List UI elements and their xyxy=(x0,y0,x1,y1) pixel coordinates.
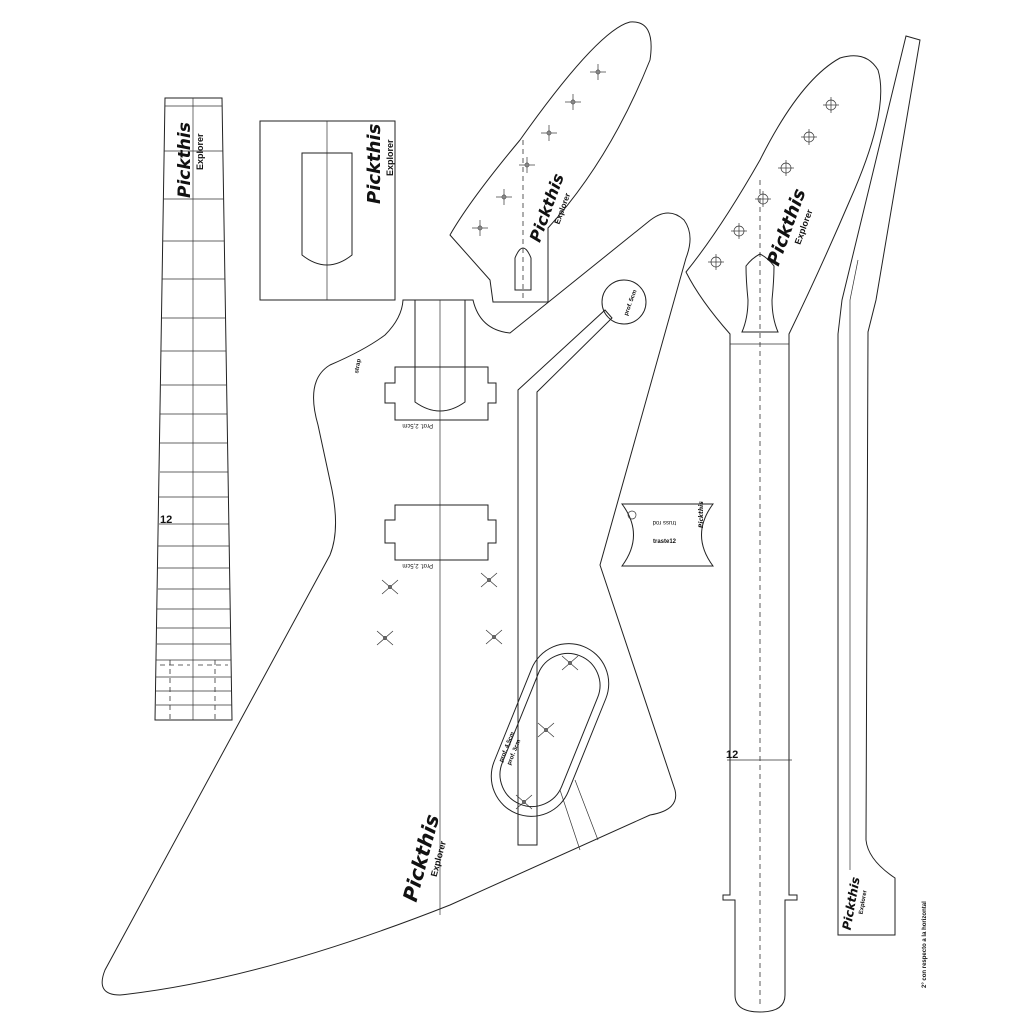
svg-text:Pickthis: Pickthis xyxy=(175,122,195,198)
neck-logo: Pickthis Explorer xyxy=(763,186,814,269)
neck-pocket-logo: Pickthis Explorer xyxy=(364,123,395,204)
tuner-holes-neck xyxy=(708,97,839,270)
control-pot-marks xyxy=(515,655,579,810)
fretboard-fret-12-label: 12 xyxy=(160,514,172,526)
fret-12-gauge: truss rod traste12 Pickthis xyxy=(621,501,714,567)
side-profile-logo: Pickthis Explorer xyxy=(840,876,869,931)
neck-pickup-depth-label: Prof. 2,5cm xyxy=(402,422,433,428)
headstock-template-small: Pickthis Explorer xyxy=(449,21,652,303)
guitar-body-template: Prof. 2,5cm Prof. 2,5cm strap prof. 5cm xyxy=(101,212,691,996)
bridge-pickup-depth-label: Prof. 2,5cm xyxy=(402,562,433,568)
gauge-fret-label: traste12 xyxy=(653,539,677,545)
neck-template: 12 Pickthis Explorer xyxy=(685,55,882,1013)
strap-label: strap xyxy=(354,358,363,374)
svg-text:Pickthis: Pickthis xyxy=(698,501,705,528)
jack-depth-label: prof. 5cm xyxy=(624,289,639,316)
svg-text:Explorer: Explorer xyxy=(859,889,869,915)
headstock-angle-label: 2° con respecto a la horizontal xyxy=(922,901,928,988)
bridge-post-marks xyxy=(376,572,503,646)
fretboard-logo: Pickthis Explorer xyxy=(175,122,205,198)
headstock-small-logo: Pickthis Explorer xyxy=(526,171,573,245)
svg-text:Explorer: Explorer xyxy=(195,133,205,170)
fretboard-template: 12 Pickthis Explorer xyxy=(154,97,233,721)
tuner-holes-small xyxy=(472,64,606,236)
fretboard-extension-dashes xyxy=(160,660,228,720)
neck-side-profile: 2° con respecto a la horizontal Pickthis… xyxy=(837,35,928,988)
control-cavity xyxy=(490,643,610,817)
gauge-truss-label: truss rod xyxy=(653,519,676,525)
gauge-logo: Pickthis xyxy=(698,501,705,528)
svg-text:Pickthis: Pickthis xyxy=(364,123,385,204)
svg-text:Explorer: Explorer xyxy=(385,139,395,176)
neck-pocket-template: Pickthis Explorer xyxy=(259,120,396,301)
svg-text:Pickthis: Pickthis xyxy=(840,876,863,931)
body-logo: Pickthis Explorer xyxy=(398,812,448,904)
neck-fret-12-label: 12 xyxy=(726,749,738,761)
fret-lines xyxy=(156,105,232,706)
